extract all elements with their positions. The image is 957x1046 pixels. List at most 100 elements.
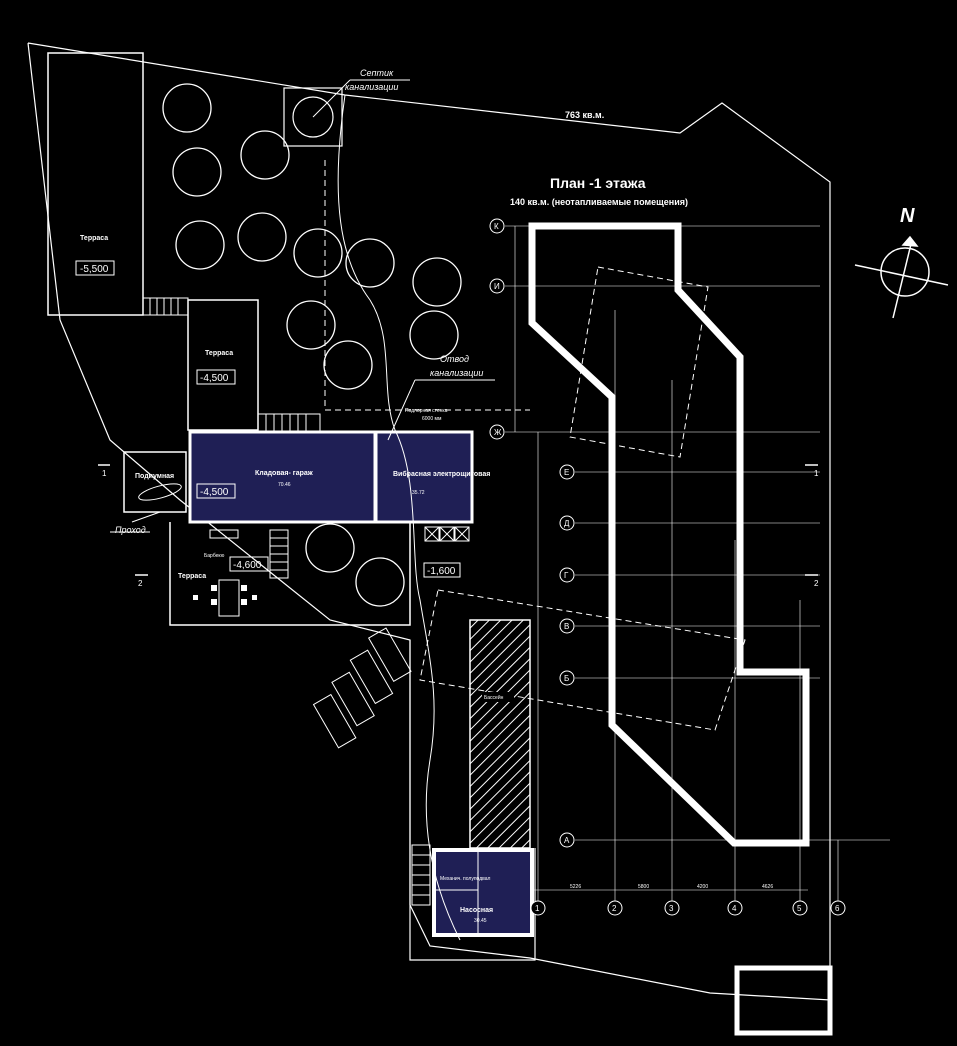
tree-icon: [293, 228, 343, 278]
section-mark-2: 2: [138, 579, 143, 588]
level-box: [423, 562, 461, 578]
site-boundary: [27, 42, 831, 1001]
axis-number: 4: [732, 904, 737, 913]
level-barbecue: -4,600: [233, 560, 262, 571]
axis-letter: Ж: [494, 428, 502, 437]
retaining-note: Подпорная стенка: [405, 408, 448, 414]
tree-icon: [162, 83, 212, 133]
drain-note-2: канализации: [430, 368, 483, 378]
level-box: [196, 483, 236, 499]
barbecue-box: [209, 529, 239, 539]
axis-numbers: [530, 900, 846, 916]
tree-icon: [323, 340, 373, 390]
section-mark-1: 1: [102, 469, 107, 478]
page-title: План -1 этажа: [550, 175, 646, 191]
podium-label: Подиумная: [135, 473, 174, 480]
stairs: [257, 413, 321, 432]
tree-icon: [355, 557, 405, 607]
tree-icon: [237, 212, 287, 262]
axis-letter: Г: [564, 571, 569, 580]
hatched-pool: [469, 619, 531, 849]
tree-icon: [172, 147, 222, 197]
dashed-line: [324, 160, 530, 411]
equipment-boxes: [424, 526, 470, 542]
septic-note-2: канализации: [345, 82, 398, 92]
electric-area: 35.72: [412, 490, 425, 496]
section-mark-2b: 2: [814, 579, 819, 588]
axis-letter: К: [494, 222, 499, 231]
room-storage: [188, 430, 377, 524]
axis-number: 1: [535, 904, 540, 913]
site-area: 763 кв.м.: [565, 110, 604, 120]
main-house-outline: [528, 222, 810, 847]
chairs-icon: [193, 585, 257, 605]
level-right: -1,600: [427, 566, 456, 577]
terrace-3: [169, 522, 411, 626]
axis-number: 3: [669, 904, 674, 913]
storage-area: 70.46: [278, 482, 291, 488]
pump-label: Насосная: [460, 907, 493, 914]
dimension: 4626: [762, 884, 773, 890]
pool-label: Бассейн: [484, 694, 504, 701]
axis-letter: И: [494, 282, 500, 291]
dimension: 5226: [570, 884, 581, 890]
axis-letters: [489, 218, 575, 848]
boat-icon: [138, 483, 182, 501]
tree-icon: [412, 257, 462, 307]
section-mark-1b: 1: [814, 469, 819, 478]
tree-icon: [345, 238, 395, 288]
north-arrow-icon: [854, 235, 949, 319]
level-box: [75, 260, 115, 276]
axis-number: 2: [612, 904, 617, 913]
terrace-2-label: Терраса: [205, 350, 233, 357]
axis-letter: В: [564, 622, 569, 631]
terrace-1-label: Терраса: [80, 235, 108, 242]
storage-label: Кладовая- гараж: [255, 470, 314, 477]
axis-letter: Е: [564, 468, 569, 477]
drain-note: Отвод: [440, 354, 469, 364]
dimension: 4200: [697, 884, 708, 890]
tree-icon: [286, 300, 336, 350]
septic-icon: [292, 96, 334, 138]
barbecue-label: Барбекю: [204, 553, 225, 559]
terrace-2: [187, 299, 259, 431]
pump-area: 30.45: [474, 918, 487, 924]
axis-letter: Б: [564, 674, 569, 683]
dashed-outline: [419, 589, 746, 731]
path-line: [337, 94, 461, 941]
dimension: 5800: [638, 884, 649, 890]
sunbeds-icon: [312, 627, 412, 749]
north-label: N: [900, 205, 915, 227]
terrace-3-label: Терраса: [178, 573, 206, 580]
room-pump: [432, 848, 534, 937]
axis-number: 5: [797, 904, 802, 913]
room-electric: [374, 430, 474, 524]
trees: [162, 83, 462, 607]
septic-note: Септик: [360, 68, 394, 78]
axis-number: 6: [835, 904, 840, 913]
tree-icon: [175, 220, 225, 270]
electric-label: Вибрасная электрощитовая: [393, 470, 490, 478]
table-icon: [218, 579, 240, 617]
stairs: [142, 297, 189, 316]
grid-lines: [505, 225, 890, 908]
stairs: [411, 844, 431, 906]
tree-icon: [305, 523, 355, 573]
level-terrace-1: -5,500: [80, 264, 109, 275]
axis-letter: Д: [564, 519, 570, 528]
level-box: [229, 556, 269, 572]
tree-icon: [240, 130, 290, 180]
axis-letter: А: [564, 836, 570, 845]
terrace-1: [47, 52, 144, 316]
level-terrace-2: -4,500: [200, 373, 229, 384]
proxod-label: Проход: [115, 525, 146, 535]
dashed-outline: [569, 266, 709, 458]
page-subtitle: 140 кв.м. (неотапливаемые помещения): [510, 197, 688, 207]
level-storage: -4,500: [200, 487, 229, 498]
room-podium: [123, 451, 187, 513]
tree-icon: [409, 310, 459, 360]
retaining-note-2: 6000 мм: [422, 416, 442, 422]
mech-label: Механич. полуподвал: [440, 876, 491, 882]
stairs: [269, 529, 289, 579]
